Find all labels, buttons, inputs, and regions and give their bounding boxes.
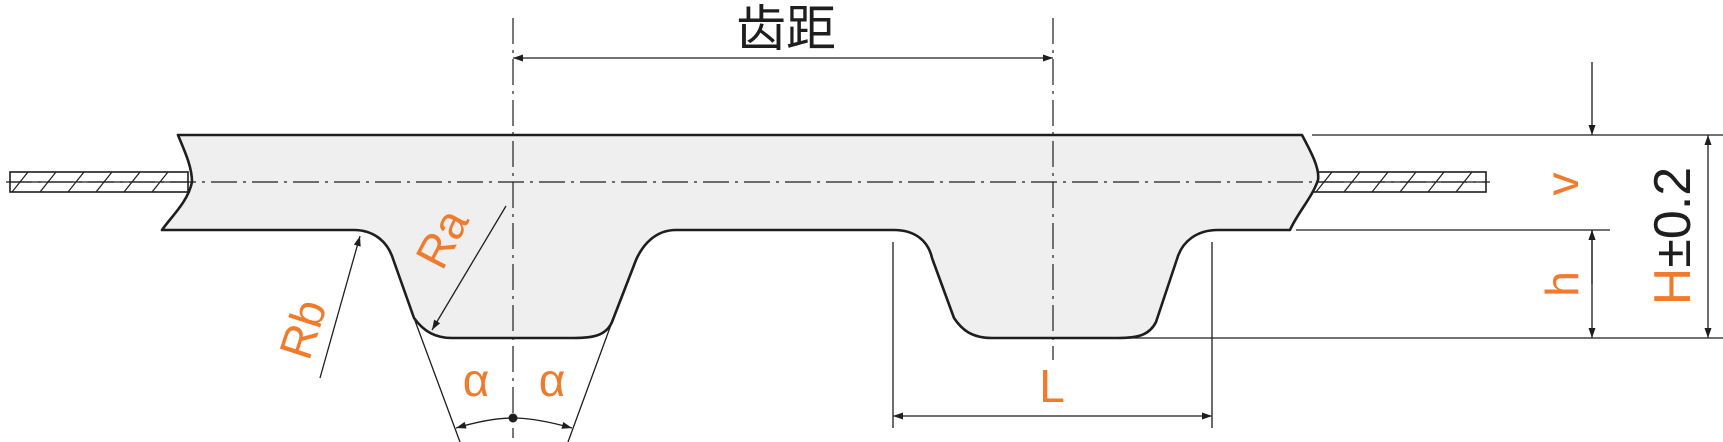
Ra-leader — [431, 205, 507, 331]
H-label: H±0.2 — [1644, 167, 1702, 305]
h-label: h — [1536, 271, 1588, 297]
H-tolerance: ±0.2 — [1644, 167, 1702, 268]
pitch-label: 齿距 — [736, 0, 836, 58]
v-label: v — [1536, 173, 1588, 196]
alpha-vertex-dot — [508, 413, 518, 423]
alpha-right-arc — [512, 417, 573, 429]
alpha-left-label: α — [463, 354, 490, 406]
alpha-left-arc — [455, 417, 514, 429]
belt-profile — [160, 133, 1320, 340]
H-letter: H — [1644, 268, 1702, 306]
Rb-leader — [319, 235, 361, 379]
alpha-right-label: α — [539, 354, 566, 406]
L-label: L — [1039, 360, 1065, 412]
alpha-right-extension — [567, 321, 613, 442]
alpha-left-extension — [413, 317, 461, 442]
